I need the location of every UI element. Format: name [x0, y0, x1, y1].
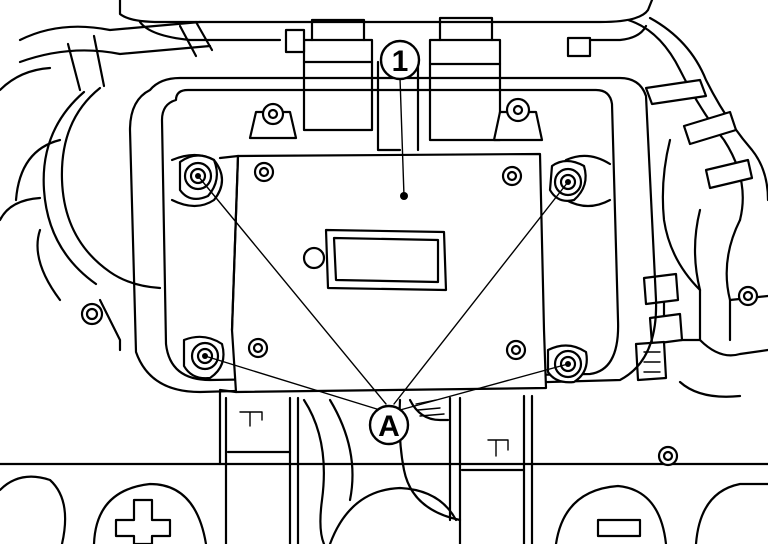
callout-bolts-a: A — [368, 404, 410, 446]
control-unit — [218, 152, 548, 394]
callout-part-1-label: 1 — [392, 45, 409, 78]
leader-line-bolt-lower-right — [399, 363, 569, 411]
lower-structure — [0, 390, 768, 544]
bolt-lower-left — [182, 335, 225, 380]
upper-connectors — [284, 16, 592, 152]
upper-studs — [248, 97, 544, 142]
left-wiring-harness — [0, 20, 214, 352]
right-wiring-harness — [626, 16, 768, 398]
bolt-upper-right — [548, 159, 587, 202]
top-bracket — [118, 0, 654, 42]
callout-part-1: 1 — [379, 39, 421, 81]
leader-line-bolt-upper-left — [197, 175, 387, 405]
leader-lines — [197, 77, 569, 411]
leader-line-part-1 — [399, 77, 405, 197]
leader-line-bolt-lower-left — [204, 355, 381, 411]
leader-line-bolt-upper-right — [393, 181, 569, 405]
callout-bolts-a-label: A — [378, 410, 400, 443]
